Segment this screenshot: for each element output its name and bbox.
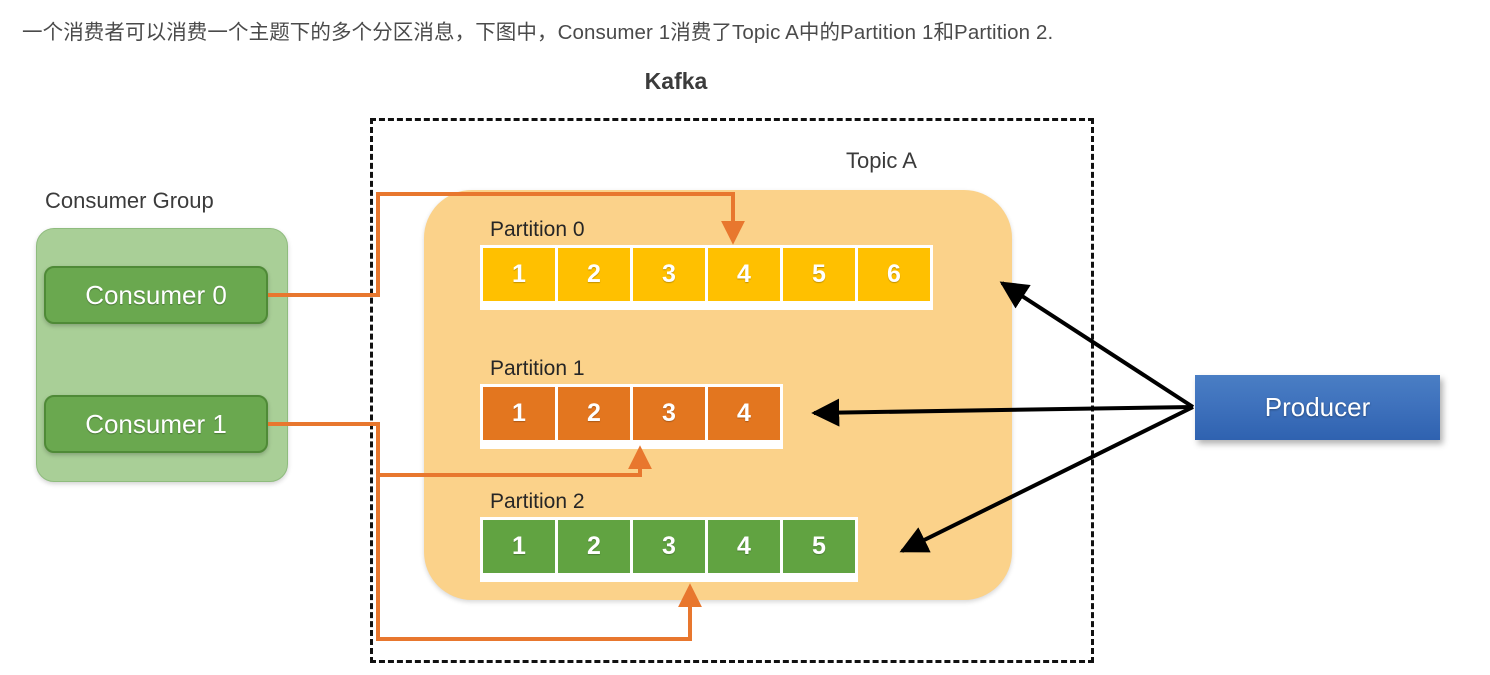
- message-cell[interactable]: 3: [633, 520, 705, 573]
- message-cell[interactable]: 2: [558, 248, 630, 301]
- producer-box[interactable]: Producer: [1195, 375, 1440, 440]
- message-cell[interactable]: 1: [483, 520, 555, 573]
- link-producer-partition1: [811, 398, 1194, 427]
- message-cell[interactable]: 4: [708, 520, 780, 573]
- page-caption: 一个消费者可以消费一个主题下的多个分区消息，下图中，Consumer 1消费了T…: [22, 21, 1054, 44]
- topic-title: Topic A: [846, 148, 917, 173]
- consumer-item-1[interactable]: Consumer 1: [44, 395, 268, 453]
- partition-label-1: Partition 1: [490, 357, 585, 380]
- message-cell[interactable]: 1: [483, 248, 555, 301]
- kafka-title: Kafka: [644, 68, 708, 94]
- partition-label-0: Partition 0: [490, 218, 585, 241]
- message-cell[interactable]: 3: [633, 248, 705, 301]
- message-cell[interactable]: 5: [783, 520, 855, 573]
- link-consumer1-partition2: [376, 424, 702, 641]
- message-cell[interactable]: 2: [558, 520, 630, 573]
- message-cell[interactable]: 5: [783, 248, 855, 301]
- link-consumer0-partition0: [268, 192, 745, 297]
- consumer-group-title: Consumer Group: [45, 188, 214, 213]
- link-producer-partition2: [899, 405, 1194, 553]
- consumer-item-0[interactable]: Consumer 0: [44, 266, 268, 324]
- partition-label-2: Partition 2: [490, 490, 585, 513]
- link-producer-partition0: [999, 281, 1195, 409]
- link-consumer1-partition1: [268, 422, 652, 477]
- kafka-boundary: [370, 118, 1094, 663]
- message-cell[interactable]: 4: [708, 387, 780, 440]
- message-cell[interactable]: 2: [558, 387, 630, 440]
- message-cell[interactable]: 4: [708, 248, 780, 301]
- message-cell[interactable]: 6: [858, 248, 930, 301]
- message-cell[interactable]: 3: [633, 387, 705, 440]
- message-cell[interactable]: 1: [483, 387, 555, 440]
